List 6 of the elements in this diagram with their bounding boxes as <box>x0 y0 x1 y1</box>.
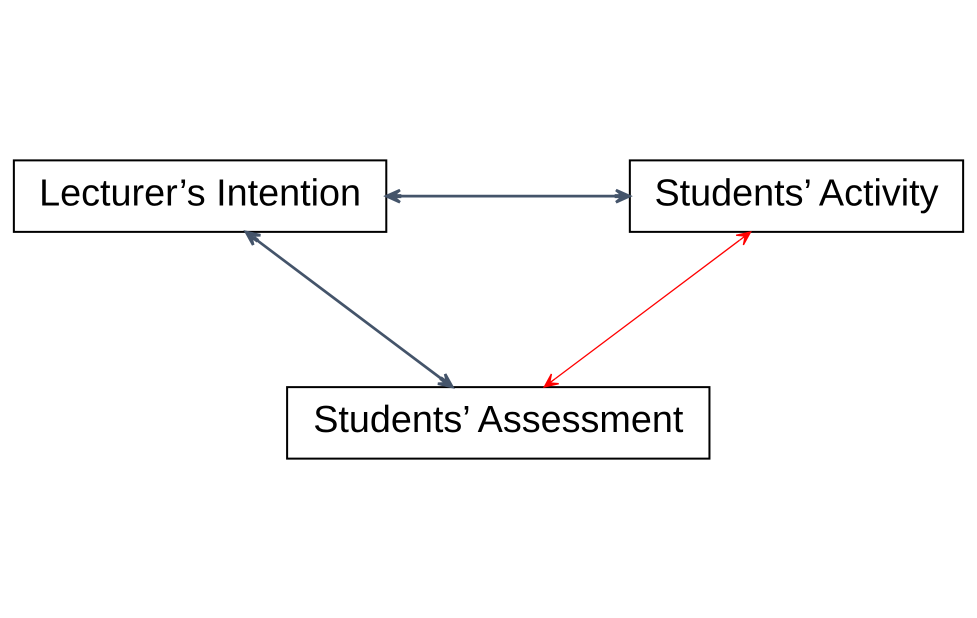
node-box: Students’ Activity <box>628 158 964 232</box>
arrow <box>244 230 454 388</box>
node-box: Lecturer’s Intention <box>12 158 388 232</box>
arrow <box>544 230 752 388</box>
node-box: Students’ Assessment <box>286 386 710 460</box>
arrow <box>385 188 631 204</box>
